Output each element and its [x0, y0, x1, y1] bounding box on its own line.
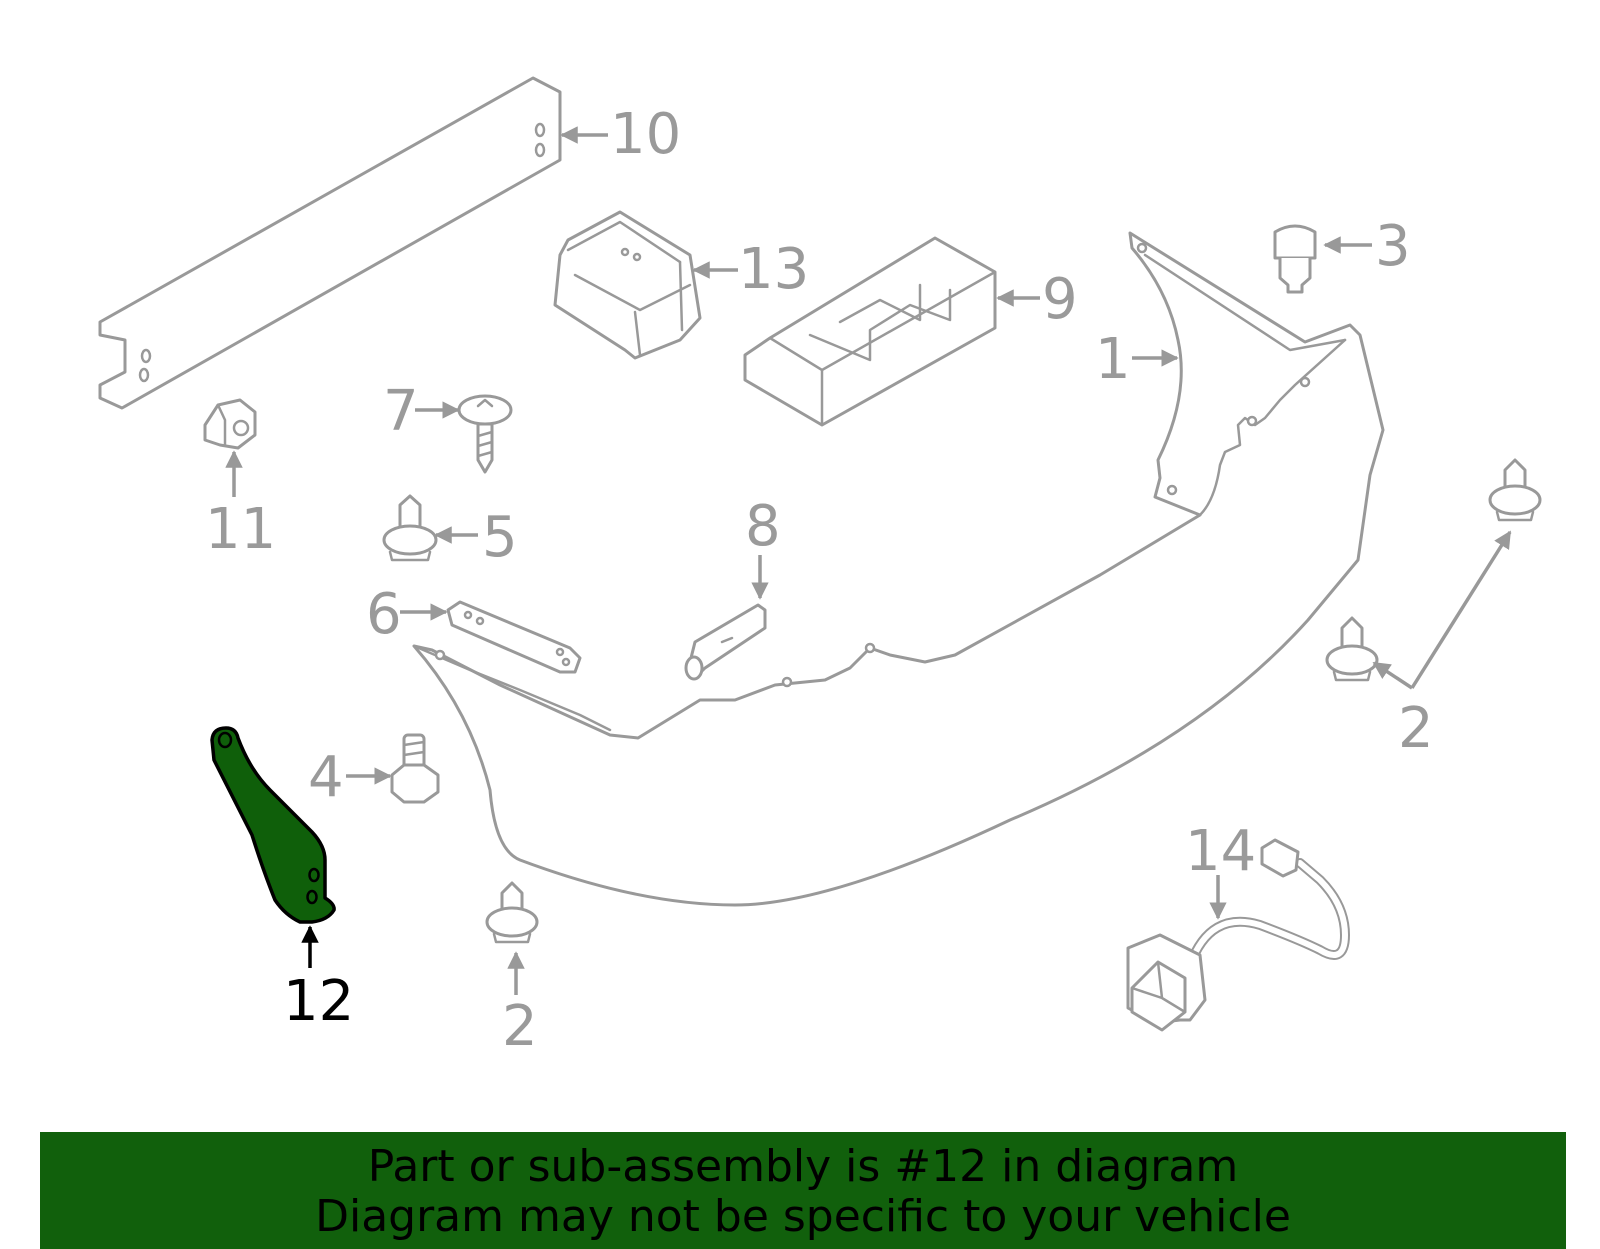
callout-3-label: 3: [1375, 214, 1411, 279]
callout-6: 6: [366, 582, 448, 647]
callout-10: 10: [560, 102, 681, 167]
callout-8: 8: [745, 494, 781, 600]
part-7-screw[interactable]: [457, 394, 513, 474]
part-4-bolt[interactable]: [390, 733, 440, 804]
part-13-absorber-bracket[interactable]: [553, 210, 702, 360]
part-2-push-clip-bottom[interactable]: [485, 881, 539, 944]
callout-10-label: 10: [610, 102, 681, 167]
callout-9-label: 9: [1042, 267, 1078, 332]
callout-14-label: 14: [1185, 819, 1256, 884]
callout-2-right: 2: [1372, 530, 1512, 761]
banner-line-1: Part or sub-assembly is #12 in diagram: [367, 1141, 1239, 1192]
part-2-push-clip-right-lower[interactable]: [1325, 616, 1379, 682]
callout-5-label: 5: [482, 505, 518, 570]
callout-2-right-label: 2: [1398, 696, 1434, 761]
callout-8-label: 8: [745, 494, 781, 559]
part-3-clip[interactable]: [1273, 224, 1317, 294]
callout-7-label: 7: [383, 379, 419, 444]
callout-12-label: 12: [283, 969, 354, 1034]
part-8-bracket[interactable]: [684, 603, 767, 681]
callout-4: 4: [308, 745, 392, 810]
callout-1: 1: [1095, 327, 1179, 392]
callout-14: 14: [1185, 819, 1256, 920]
part-6-bracket[interactable]: [446, 600, 582, 674]
banner-line-2: Diagram may not be specific to your vehi…: [315, 1191, 1291, 1242]
callout-11-label: 11: [205, 497, 276, 562]
callout-2-bottom: 2: [502, 951, 538, 1059]
part-12-bumper-bracket-highlighted[interactable]: [210, 726, 336, 924]
callout-3: 3: [1323, 214, 1411, 279]
callout-5: 5: [434, 505, 518, 570]
callout-13-label: 13: [738, 237, 809, 302]
callout-7: 7: [383, 379, 460, 444]
callout-1-label: 1: [1095, 327, 1131, 392]
part-1-bumper-cover[interactable]: [412, 231, 1385, 907]
part-2-push-clip-right-upper[interactable]: [1488, 458, 1542, 522]
callout-6-label: 6: [366, 582, 402, 647]
part-9-energy-absorber[interactable]: [743, 236, 997, 427]
info-banner: Part or sub-assembly is #12 in diagram D…: [40, 1132, 1566, 1249]
callout-9: 9: [996, 267, 1078, 332]
callout-4-label: 4: [308, 745, 344, 810]
callout-13: 13: [692, 237, 809, 302]
part-14-wiring-harness[interactable]: [1126, 838, 1350, 1032]
callout-2-bottom-label: 2: [502, 994, 538, 1059]
part-5-push-clip[interactable]: [382, 494, 438, 562]
callout-12: 12: [283, 925, 354, 1034]
part-10-reinforcement-beam[interactable]: [98, 76, 562, 410]
part-11-clip-nut[interactable]: [203, 398, 257, 450]
callout-11: 11: [205, 450, 276, 562]
